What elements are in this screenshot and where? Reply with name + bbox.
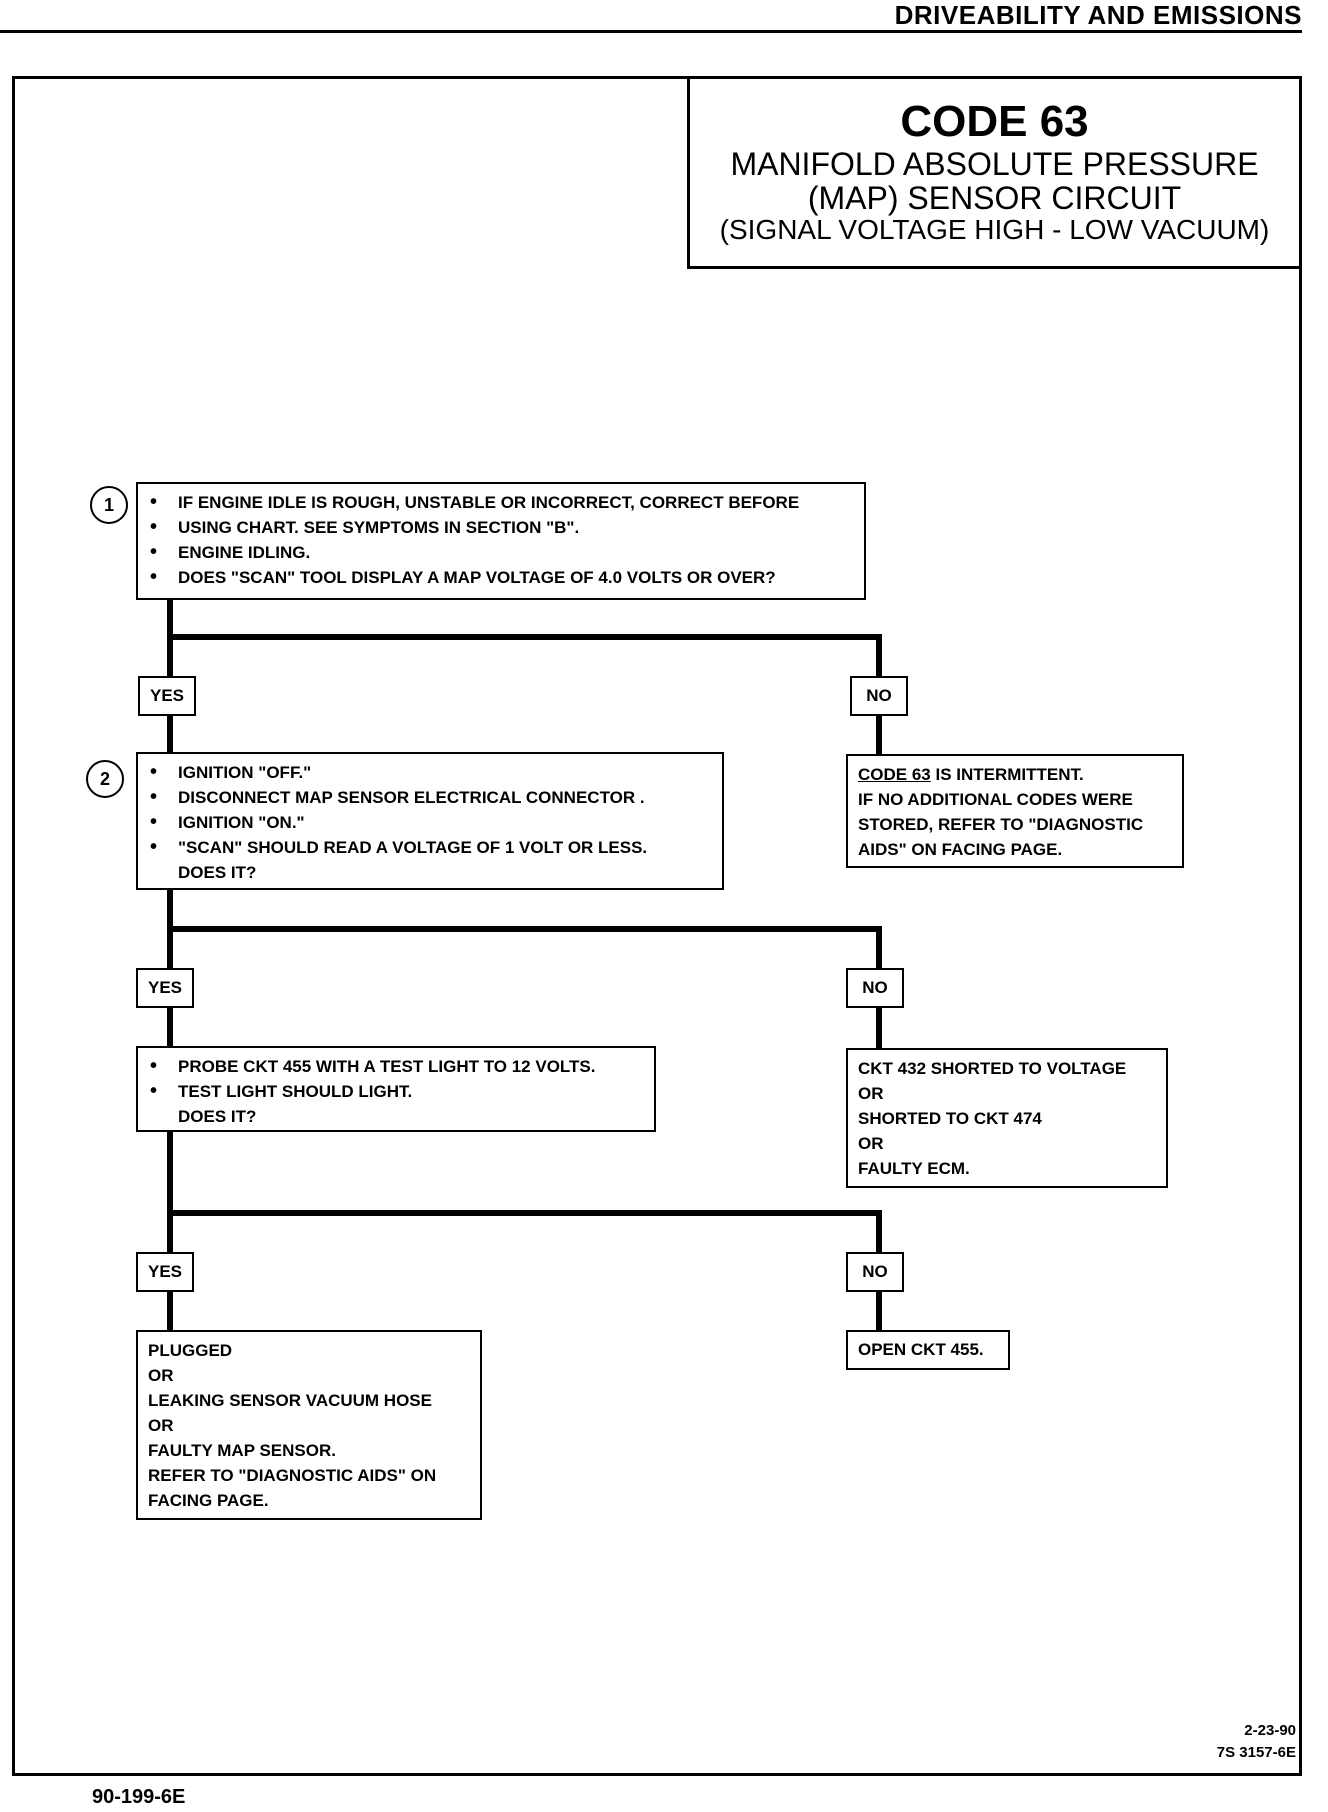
- step-3-bullet: TEST LIGHT SHOULD LIGHT.: [148, 1079, 644, 1104]
- result-yes-3-box: PLUGGED OR LEAKING SENSOR VACUUM HOSE OR…: [136, 1330, 482, 1520]
- connector-line: [876, 716, 882, 754]
- result-no-3-box: OPEN CKT 455.: [846, 1330, 1010, 1370]
- result-yes-3-line: OR: [148, 1416, 174, 1435]
- code-link: CODE 63: [858, 765, 931, 784]
- connector-line: [167, 926, 882, 932]
- result-no-3-line: OPEN CKT 455.: [858, 1340, 984, 1359]
- connector-line: [876, 634, 882, 676]
- step-1-bullet: IF ENGINE IDLE IS ROUGH, UNSTABLE OR INC…: [148, 490, 854, 515]
- no-label-3: NO: [846, 1252, 904, 1292]
- result-no-2-line: OR: [858, 1134, 884, 1153]
- title-line-1: MANIFOLD ABSOLUTE PRESSURE: [730, 146, 1259, 182]
- chart-frame: [12, 76, 1302, 1776]
- yes-label-2: YES: [136, 968, 194, 1008]
- result-yes-3-line: OR: [148, 1366, 174, 1385]
- code-title: CODE 63: [900, 97, 1089, 146]
- title-line-2: (MAP) SENSOR CIRCUIT: [807, 180, 1182, 216]
- result-yes-3-line: FAULTY MAP SENSOR.: [148, 1441, 336, 1460]
- step-1-continuation: USING CHART. SEE SYMPTOMS IN SECTION "B"…: [148, 515, 854, 540]
- result-yes-3-line: REFER TO "DIAGNOSTIC AIDS" ON: [148, 1466, 437, 1485]
- step-1-box: IF ENGINE IDLE IS ROUGH, UNSTABLE OR INC…: [136, 482, 866, 600]
- connector-line: [167, 1292, 173, 1332]
- result-no-2-line: OR: [858, 1084, 884, 1103]
- document-reference: 7S 3157-6E: [1216, 1744, 1296, 1761]
- connector-line: [876, 1008, 882, 1048]
- title-line-3: (SIGNAL VOLTAGE HIGH - LOW VACUUM): [719, 214, 1270, 245]
- result-no-2-line: SHORTED TO CKT 474: [858, 1109, 1042, 1128]
- step-3-bullet: PROBE CKT 455 WITH A TEST LIGHT TO 12 VO…: [148, 1054, 644, 1079]
- result-no-1-line-2: IF NO ADDITIONAL CODES WERE: [858, 790, 1133, 809]
- no-label-1: NO: [850, 676, 908, 716]
- step-2-bullet: "SCAN" SHOULD READ A VOLTAGE OF 1 VOLT O…: [148, 835, 712, 860]
- date-reference: 2-23-90 7S 3157-6E: [1217, 1720, 1296, 1764]
- connector-line: [167, 1132, 173, 1252]
- result-no-2-box: CKT 432 SHORTED TO VOLTAGE OR SHORTED TO…: [846, 1048, 1168, 1188]
- connector-line: [167, 1210, 882, 1216]
- step-2-bullet: DISCONNECT MAP SENSOR ELECTRICAL CONNECT…: [148, 785, 712, 810]
- result-no-1-box: CODE 63 IS INTERMITTENT. IF NO ADDITIONA…: [846, 754, 1184, 868]
- step-2-bullet: IGNITION "OFF.": [148, 760, 712, 785]
- connector-line: [876, 926, 882, 968]
- result-no-1-line-3: STORED, REFER TO "DIAGNOSTIC: [858, 815, 1144, 834]
- result-no-1-line-4: AIDS" ON FACING PAGE.: [858, 840, 1063, 859]
- revision-date: 2-23-90: [1244, 1722, 1296, 1739]
- yes-label-1: YES: [138, 676, 196, 716]
- step-2-bullet: IGNITION "ON.": [148, 810, 712, 835]
- result-no-1-line-1-rest: IS INTERMITTENT.: [930, 765, 1084, 784]
- step-3-box: PROBE CKT 455 WITH A TEST LIGHT TO 12 VO…: [136, 1046, 656, 1132]
- result-yes-3-line: LEAKING SENSOR VACUUM HOSE: [148, 1391, 432, 1410]
- header-rule: [0, 30, 1302, 33]
- step-1-continuation-text: USING CHART. SEE SYMPTOMS IN SECTION "B"…: [178, 518, 580, 537]
- connector-line: [167, 1008, 173, 1046]
- title-block: CODE 63 MANIFOLD ABSOLUTE PRESSURE (MAP)…: [687, 76, 1302, 269]
- result-no-2-line: CKT 432 SHORTED TO VOLTAGE: [858, 1059, 1127, 1078]
- step-1-bullet: ENGINE IDLING.: [148, 540, 854, 565]
- step-3-question: DOES IT?: [178, 1107, 257, 1126]
- step-number-1: 1: [90, 486, 128, 524]
- result-yes-3-line: FACING PAGE.: [148, 1491, 269, 1510]
- connector-line: [876, 1292, 882, 1332]
- connector-line: [167, 634, 882, 640]
- section-title: DRIVEABILITY AND EMISSIONS: [894, 0, 1302, 30]
- connector-line: [876, 1210, 882, 1252]
- page-id: 90-199-6E: [92, 1786, 186, 1808]
- step-2-question: DOES IT?: [178, 863, 257, 882]
- step-number-2: 2: [86, 760, 124, 798]
- yes-label-3: YES: [136, 1252, 194, 1292]
- step-1-bullet: DOES "SCAN" TOOL DISPLAY A MAP VOLTAGE O…: [148, 565, 854, 590]
- no-label-2: NO: [846, 968, 904, 1008]
- step-2-box: IGNITION "OFF." DISCONNECT MAP SENSOR EL…: [136, 752, 724, 890]
- result-no-1-line-1: CODE 63 IS INTERMITTENT.: [858, 762, 1172, 787]
- connector-line: [167, 716, 173, 752]
- result-yes-3-line: PLUGGED: [148, 1341, 233, 1360]
- result-no-2-line: FAULTY ECM.: [858, 1159, 970, 1178]
